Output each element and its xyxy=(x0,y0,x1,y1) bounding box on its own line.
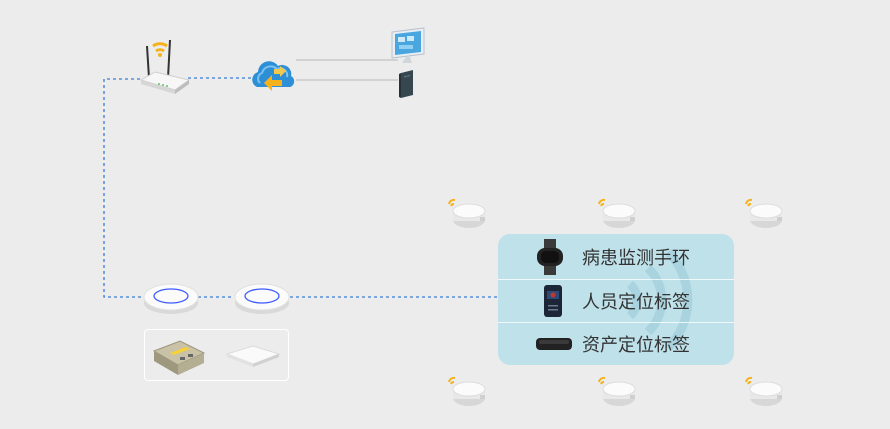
cloud-icon xyxy=(252,61,295,91)
wifi-router-icon xyxy=(139,39,191,94)
tag-label: 人员定位标签 xyxy=(582,292,690,312)
beacon-icon xyxy=(448,376,486,406)
beacon-icon xyxy=(745,376,783,406)
asset-tag-icon xyxy=(536,338,572,350)
tag-row-badge: 人员定位标签 xyxy=(498,279,734,322)
monitor-icon xyxy=(391,27,425,63)
wristband-icon xyxy=(537,239,563,275)
tag-label: 资产定位标签 xyxy=(582,335,690,355)
tag-panel: 病患监测手环 人员定位标签 资产定位标签 xyxy=(498,234,734,365)
beacon-icon xyxy=(448,198,486,228)
server-icon xyxy=(399,70,413,98)
tag-label: 病患监测手环 xyxy=(582,248,690,268)
gateway-group xyxy=(144,329,289,381)
tag-row-wristband: 病患监测手环 xyxy=(498,236,734,278)
tag-row-asset: 资产定位标签 xyxy=(498,322,734,365)
access-point-icon xyxy=(234,283,290,314)
beacon-icon xyxy=(598,376,636,406)
industrial-gateway-icon xyxy=(152,340,206,375)
beacon-icon xyxy=(598,198,636,228)
access-point-icon xyxy=(143,283,199,314)
badge-tag-icon xyxy=(544,285,562,317)
wireless-base-station-icon xyxy=(225,345,281,367)
dashed-link-router-to-ap xyxy=(103,78,145,298)
wireless-signal-icon xyxy=(626,248,693,352)
beacon-icon xyxy=(745,198,783,228)
